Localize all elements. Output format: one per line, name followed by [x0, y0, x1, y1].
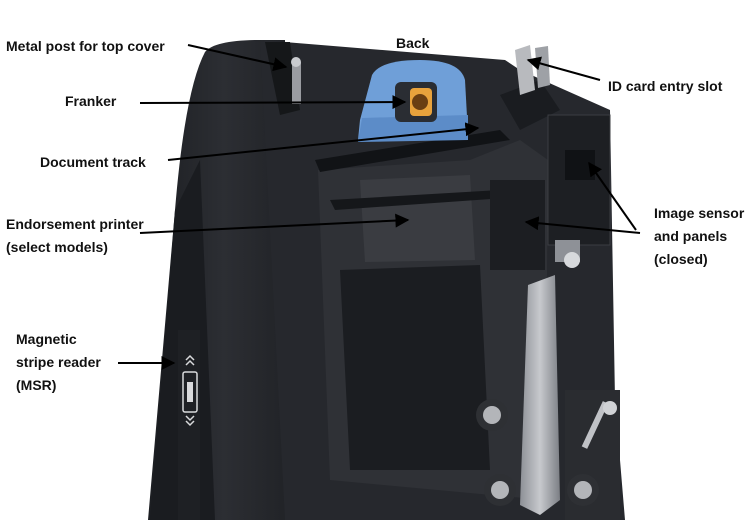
label-metal-post: Metal post for top cover — [6, 38, 165, 54]
label-back: Back — [396, 35, 430, 51]
arrow-image-sensor-bottom — [524, 216, 641, 234]
arrow-id-card-slot — [526, 56, 601, 81]
franker-cartridge — [358, 60, 468, 142]
msr-slot-icon — [182, 354, 198, 427]
label-endorsement-printer: Endorsement printer (select models) — [6, 216, 144, 255]
arrow-metal-post — [187, 44, 288, 72]
arrow-franker — [139, 95, 407, 110]
label-id-card-slot: ID card entry slot — [608, 78, 723, 94]
label-image-sensor: Image sensor and panels (closed) — [654, 205, 745, 267]
label-franker: Franker — [65, 93, 117, 109]
arrow-endorsement-printer — [139, 213, 410, 234]
arrow-image-sensor-top — [588, 161, 637, 231]
arrow-document-track — [167, 122, 480, 161]
label-msr: Magnetic stripe reader (MSR) — [16, 331, 101, 393]
label-document-track: Document track — [40, 154, 146, 170]
transport-arm — [476, 240, 620, 520]
callout-arrows — [118, 44, 641, 370]
